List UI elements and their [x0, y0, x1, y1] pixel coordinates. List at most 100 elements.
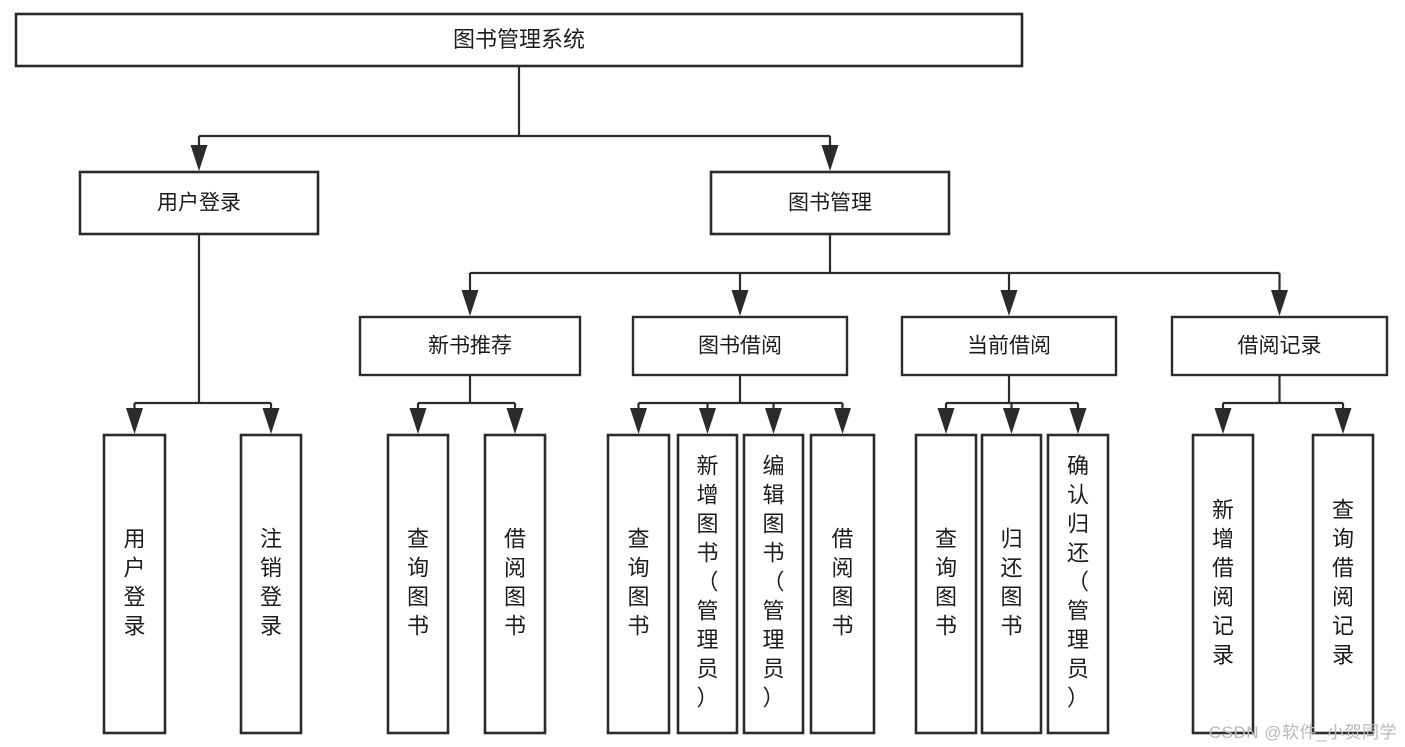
node-box-leaf-query-book-borrow[interactable]: [606, 433, 671, 735]
label-char: 书: [407, 613, 429, 638]
node-box-leaf-return-book[interactable]: [980, 433, 1043, 735]
label-char: 录: [1332, 642, 1354, 667]
arrow-head-icon: [699, 408, 716, 434]
node-box-leaf-user-logout[interactable]: [239, 433, 303, 735]
label-char: 户: [123, 555, 145, 580]
label-char: （: [696, 569, 718, 594]
node-box-leaf-add-borrow-record[interactable]: [1191, 433, 1255, 735]
arrow-head-icon: [821, 145, 839, 171]
node-label-new-book-rec: 新书推荐: [428, 335, 512, 358]
label-char: 归: [1067, 511, 1089, 536]
arrow-head-icon: [190, 145, 208, 171]
arrow-head-icon: [1271, 290, 1288, 316]
node-current-borrow[interactable]: 当前借阅: [900, 315, 1118, 377]
node-box-leaf-query-book-current[interactable]: [914, 433, 978, 735]
node-label-leaf-user-login: 用户登录: [123, 526, 145, 638]
label-char: 管: [1067, 598, 1089, 623]
node-label-book-manage: 图书管理: [788, 192, 872, 215]
node-box-borrow-record[interactable]: [1170, 315, 1389, 377]
node-box-user-login[interactable]: [78, 170, 320, 236]
node-new-book-rec[interactable]: 新书推荐: [358, 315, 582, 377]
arrow-head-icon: [262, 408, 280, 434]
label-char: 销: [260, 555, 282, 580]
node-box-leaf-borrow-book-rec[interactable]: [483, 433, 547, 735]
label-char: 图: [627, 584, 649, 609]
label-char: 书: [831, 613, 853, 638]
connector-group-book-manage: [461, 234, 1288, 316]
label-char: ）: [696, 685, 718, 710]
arrow-head-icon: [1334, 408, 1352, 434]
label-char: 录: [1212, 642, 1234, 667]
label-char: 查: [627, 526, 649, 551]
label-char: 员: [1067, 656, 1089, 681]
node-box-current-borrow[interactable]: [900, 315, 1118, 377]
node-box-book-manage[interactable]: [709, 170, 951, 236]
node-root[interactable]: 图书管理系统: [14, 12, 1024, 68]
connector-group-current-borrow: [937, 375, 1087, 434]
label-char: 新: [1212, 497, 1234, 522]
label-char: 确: [1067, 453, 1089, 478]
label-char: 登: [260, 584, 282, 609]
node-box-leaf-borrow-book[interactable]: [809, 433, 876, 735]
node-label-user-login: 用户登录: [157, 192, 241, 215]
watermark-label: CSDN @软件_小贺同学: [1208, 723, 1397, 742]
node-borrow-record[interactable]: 借阅记录: [1170, 315, 1389, 377]
label-char: 员: [762, 656, 784, 681]
node-box-root[interactable]: [14, 12, 1024, 68]
node-box-new-book-rec[interactable]: [358, 315, 582, 377]
label-char: 员: [696, 656, 718, 681]
label-char: 书: [504, 613, 526, 638]
arrow-head-icon: [731, 290, 749, 316]
node-book-manage[interactable]: 图书管理: [709, 170, 951, 236]
label-char: 还: [1000, 555, 1022, 580]
label-char: 记: [1212, 613, 1234, 638]
node-box-leaf-query-book-rec[interactable]: [386, 433, 450, 735]
label-char: 增: [696, 482, 718, 507]
node-box-leaf-query-borrow-record[interactable]: [1311, 433, 1375, 735]
label-char: 借: [1332, 555, 1354, 580]
arrow-head-icon: [937, 408, 955, 434]
node-book-borrow[interactable]: 图书借阅: [631, 315, 849, 377]
node-box-leaf-confirm-return[interactable]: [1046, 433, 1110, 735]
arrow-head-icon: [409, 408, 427, 434]
node-box-book-borrow[interactable]: [631, 315, 849, 377]
label-char: 阅: [504, 555, 526, 580]
node-leaf-user-login[interactable]: 用户登录: [102, 433, 167, 735]
node-user-login[interactable]: 用户登录: [78, 170, 320, 236]
label-char: 借: [831, 526, 853, 551]
node-box-leaf-add-book[interactable]: [676, 433, 739, 735]
label-char: 书: [762, 540, 784, 565]
label-char: 归: [1000, 526, 1022, 551]
connector-group-new-book-rec: [409, 375, 524, 434]
label-char: 还: [1067, 540, 1089, 565]
node-box-leaf-edit-book[interactable]: [742, 433, 805, 735]
label-char: 询: [407, 555, 429, 580]
label-char: 书: [696, 540, 718, 565]
node-box-leaf-user-login[interactable]: [102, 433, 167, 735]
label-char: 询: [627, 555, 649, 580]
label-char: 认: [1067, 482, 1089, 507]
arrow-head-icon: [765, 408, 782, 434]
label-char: 理: [1067, 627, 1089, 652]
